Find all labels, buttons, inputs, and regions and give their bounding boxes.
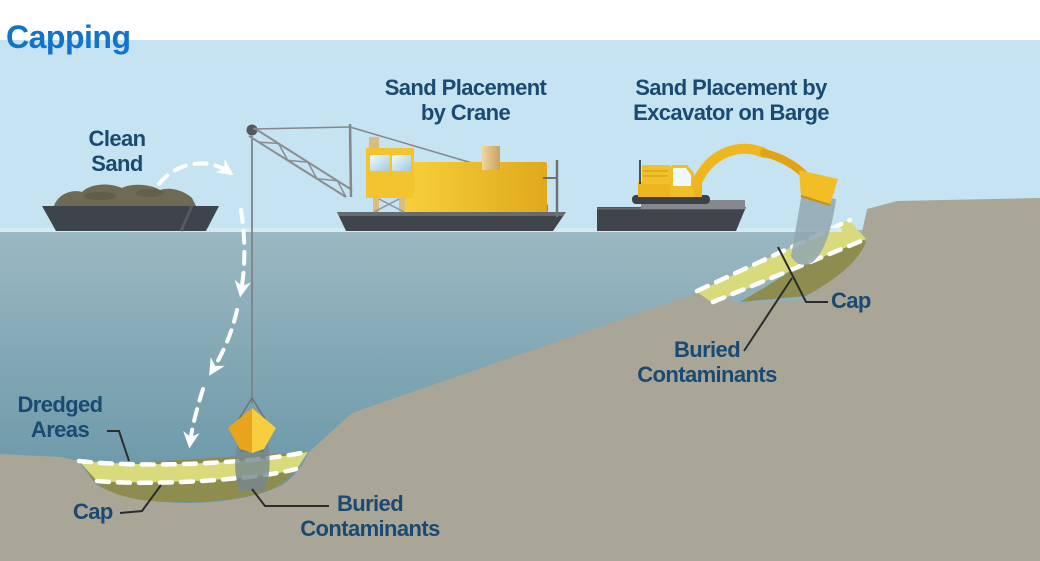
dredged-areas-label: Dredged Areas [17,392,103,442]
leader-lines [107,246,828,514]
cab-window [370,155,390,171]
excavator-barge [597,143,838,231]
cap-top-dashed-line-left [76,449,309,467]
clamshell-bucket [228,397,276,453]
crane-mast [348,123,353,198]
excavator-bucket [799,170,838,205]
leader-buried-left [251,488,329,507]
leader-cap-right [777,246,828,303]
cab-window [673,168,691,186]
sand-stream [791,193,836,265]
barge-hull [337,212,566,231]
cap-top-dashed-line-right [694,217,853,294]
boom-lattice [258,141,347,198]
leader-buried-right [743,277,793,352]
seabed-land [0,198,1040,561]
sand-pile [54,184,196,206]
cap-label-right: Cap [831,288,871,313]
crane-placement-label: Sand Placement by Crane [384,75,547,125]
clean-sand-barge [42,184,219,232]
page-title: Capping [6,19,131,56]
leader-dredged-areas [107,430,130,462]
boom-pulley [246,124,258,136]
sand-placement-arrows [157,158,251,449]
crane-machine-house [404,162,547,212]
clean-sand-label: Clean Sand [88,126,147,176]
excavator-tracks [632,195,710,204]
cap-label-left: Cap [73,499,113,524]
barge-hull [42,206,219,231]
buried-contaminants-label-right: Buried Contaminants [637,337,777,387]
excavator-placement-label: Sand Placement by Excavator on Barge [633,75,829,125]
crane-funnel [482,146,500,170]
barge-hull [597,207,746,231]
cap-bottom-dashed-line-left [94,466,299,486]
cab-window [392,155,411,171]
crane-barge [246,123,566,231]
buried-contaminants-label-left: Buried Contaminants [300,491,440,541]
excavator-boom [691,143,769,189]
leader-cap-left [119,484,162,514]
